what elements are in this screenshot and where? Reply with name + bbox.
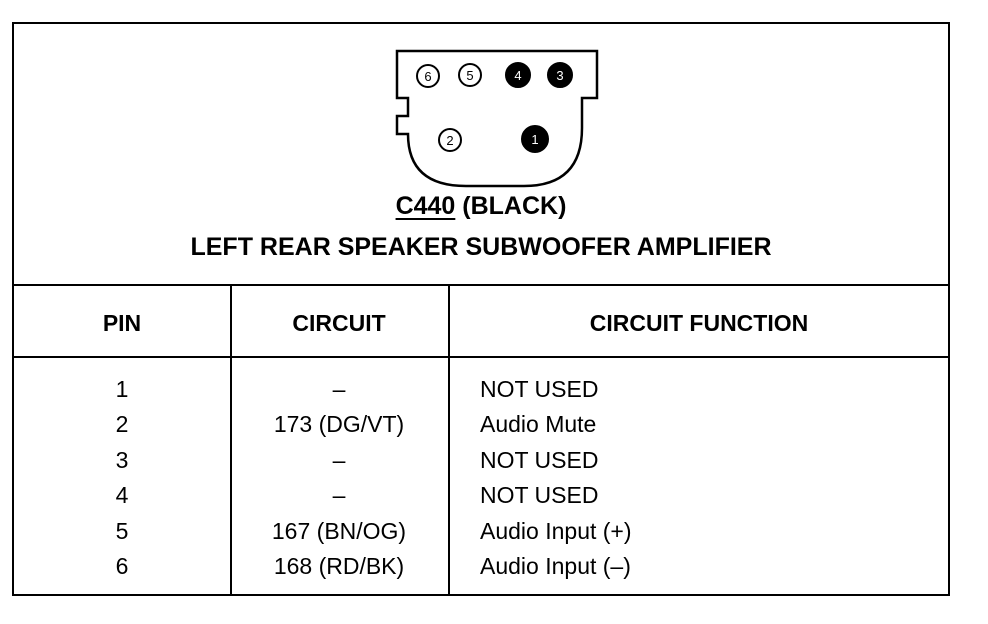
pin-5: 5 <box>458 63 482 87</box>
pin-4: 4 <box>505 62 531 88</box>
connector-title: C440 (BLACK) <box>14 192 948 221</box>
table-body: 1 – NOT USED 2 173 (DG/VT) Audio Mute 3 … <box>14 376 948 588</box>
table-row: 4 – NOT USED <box>14 482 948 517</box>
function-cell: NOT USED <box>480 376 599 402</box>
pin-cell: 5 <box>115 517 129 544</box>
connector-outline <box>395 49 599 188</box>
pin-cell: 2 <box>115 411 129 438</box>
pin-5-label: 5 <box>466 68 473 83</box>
pin-cell: 4 <box>115 482 129 509</box>
pin-6-label: 6 <box>424 69 431 84</box>
pin-3: 3 <box>547 62 573 88</box>
function-cell: NOT USED <box>480 446 599 473</box>
circuit-cell: 167 (BN/OG) <box>271 517 407 544</box>
circuit-cell: – <box>332 482 346 509</box>
pin-1: 1 <box>521 125 549 153</box>
function-cell: Audio Mute <box>480 411 597 438</box>
pin-2: 2 <box>438 128 462 152</box>
function-cell: Audio Input (+) <box>480 517 632 544</box>
column-divider <box>448 286 450 594</box>
connector-header: 6 5 4 3 2 1 C440 <box>14 24 948 286</box>
function-cell: Audio Input (–) <box>480 552 631 579</box>
header-circuit-function: CIRCUIT FUNCTION <box>589 310 809 336</box>
circuit-cell: 168 (RD/BK) <box>273 552 405 579</box>
table-row: 2 173 (DG/VT) Audio Mute <box>14 411 948 446</box>
pin-cell: 3 <box>115 446 129 473</box>
connector-face-diagram: 6 5 4 3 2 1 <box>395 49 599 188</box>
header-pin: PIN <box>102 310 142 336</box>
connector-code: C440 <box>395 192 456 220</box>
pin-cell: 6 <box>115 552 129 579</box>
circuit-cell: – <box>332 376 346 402</box>
pin-2-label: 2 <box>446 133 453 148</box>
column-divider <box>230 286 232 594</box>
connector-chart-frame: 6 5 4 3 2 1 C440 <box>12 22 950 596</box>
pin-6: 6 <box>416 64 440 88</box>
pin-1-label: 1 <box>531 132 538 147</box>
connector-color: (BLACK) <box>462 192 567 220</box>
table-row: 1 – NOT USED <box>14 376 948 411</box>
table-row: 5 167 (BN/OG) Audio Input (+) <box>14 518 948 553</box>
connector-description: LEFT REAR SPEAKER SUBWOOFER AMPLIFIER <box>190 233 772 261</box>
circuit-cell: 173 (DG/VT) <box>273 411 405 438</box>
table-row: 3 – NOT USED <box>14 447 948 482</box>
table-header-row: PIN CIRCUIT CIRCUIT FUNCTION <box>14 286 948 358</box>
circuit-cell: – <box>332 446 346 473</box>
table-row: 6 168 (RD/BK) Audio Input (–) <box>14 553 948 588</box>
function-cell: NOT USED <box>480 482 599 509</box>
pin-4-label: 4 <box>514 68 521 83</box>
pin-3-label: 3 <box>556 68 563 83</box>
header-circuit: CIRCUIT <box>292 310 386 336</box>
pin-cell: 1 <box>115 376 129 402</box>
